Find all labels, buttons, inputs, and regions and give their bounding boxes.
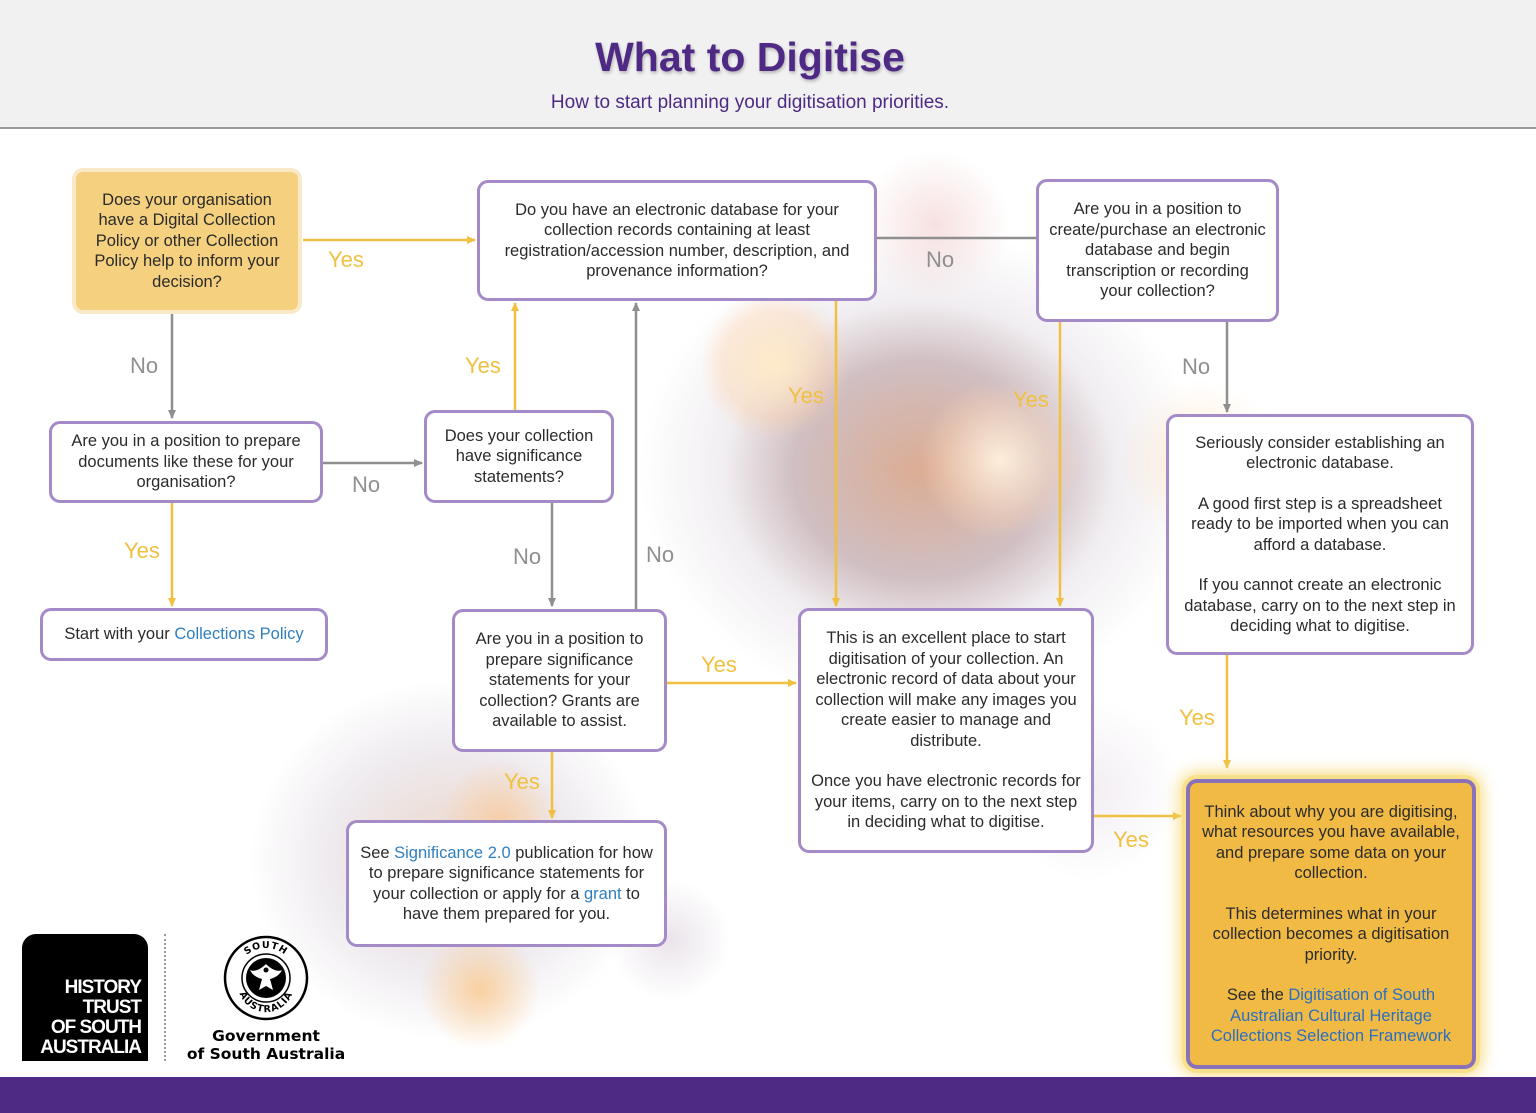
think-see-prefix: See the: [1226, 986, 1289, 1004]
think-para-1: Think about why you are digitising, what…: [1202, 802, 1460, 883]
history-trust-logo-text: HISTORY TRUST OF SOUTH AUSTRALIA: [40, 977, 142, 1058]
publication-text-2: publication for how to prepare significa…: [368, 843, 653, 903]
header: What to Digitise How to start planning y…: [0, 0, 1536, 129]
node-prepare-documents-text: Are you in a position to prepare documen…: [71, 432, 301, 492]
logo-divider: [164, 934, 166, 1061]
think-para-2: This determines what in your collection …: [1212, 904, 1450, 964]
node-prepare-significance-question: Are you in a position to prepare signifi…: [452, 609, 667, 752]
label-yes: Yes: [788, 383, 824, 408]
start-policy-prefix: Start with your: [64, 625, 175, 644]
label-no: No: [646, 542, 675, 567]
label-yes: Yes: [465, 353, 501, 378]
grant-link[interactable]: grant: [583, 884, 622, 903]
node-prepare-significance-text: Are you in a position to prepare signifi…: [475, 630, 644, 731]
node-significance-publication: See Significance 2.0 publication for how…: [346, 820, 667, 947]
label-yes: Yes: [1113, 827, 1149, 852]
label-yes: Yes: [1013, 387, 1049, 412]
node-prepare-documents-question: Are you in a position to prepare documen…: [49, 421, 323, 503]
node-establish-database: Seriously consider establishing an elect…: [1166, 414, 1474, 655]
label-no: No: [352, 472, 381, 497]
node-start-policy: Start with your Collections Policy: [40, 608, 328, 661]
label-yes: Yes: [504, 769, 540, 794]
establish-para-2: A good first step is a spreadsheet ready…: [1191, 494, 1449, 554]
node-significance-question-text: Does your collection have significance s…: [444, 426, 594, 486]
node-create-database-text: Are you in a position to create/purchase…: [1049, 200, 1266, 301]
collections-policy-link[interactable]: Collections Policy: [174, 625, 304, 644]
footer-bar: [0, 1077, 1536, 1113]
label-no: No: [513, 544, 542, 569]
establish-para-1: Seriously consider establishing an elect…: [1195, 433, 1445, 473]
node-start-policy-text: Start with your Collections Policy: [64, 624, 303, 645]
label-yes: Yes: [328, 247, 364, 272]
page-title: What to Digitise: [595, 34, 905, 80]
history-trust-logo: HISTORY TRUST OF SOUTH AUSTRALIA: [22, 934, 148, 1061]
node-significance-question: Does your collection have significance s…: [424, 410, 614, 503]
label-yes: Yes: [701, 652, 737, 677]
page-subtitle: How to start planning your digitisation …: [550, 92, 950, 113]
think-para-3: See the Digitisation of South Australian…: [1200, 985, 1462, 1047]
label-yes: Yes: [1179, 705, 1215, 730]
label-no: No: [130, 353, 159, 378]
excellent-para-1: This is an excellent place to start digi…: [815, 629, 1077, 750]
node-policy-question: Does your organisation have a Digital Co…: [72, 168, 302, 314]
publication-text-3: to have them prepared for you.: [402, 884, 640, 924]
establish-para-3: If you cannot create an electronic datab…: [1184, 576, 1456, 635]
label-no: No: [1182, 354, 1211, 379]
node-think-about: Think about why you are digitising, what…: [1186, 779, 1476, 1069]
node-database-question: Do you have an electronic database for y…: [477, 180, 877, 301]
publication-text-1: See: [360, 843, 395, 862]
node-policy-question-text: Does your organisation have a Digital Co…: [94, 190, 280, 291]
selection-framework-link[interactable]: Digitisation of South Australian Cultura…: [1210, 986, 1452, 1045]
node-significance-publication-text: See Significance 2.0 publication for how…: [359, 843, 654, 925]
significance-link[interactable]: Significance 2.0: [394, 843, 511, 862]
label-no: No: [926, 247, 955, 272]
node-database-question-text: Do you have an electronic database for y…: [504, 200, 850, 281]
node-create-database-question: Are you in a position to create/purchase…: [1036, 179, 1279, 322]
node-excellent-place: This is an excellent place to start digi…: [798, 608, 1094, 853]
label-yes: Yes: [124, 538, 160, 563]
south-australia-crest-icon: SOUTH AUSTRALIA: [223, 935, 309, 1021]
svg-text:SOUTH: SOUTH: [242, 940, 290, 957]
government-logo-text: Government of South Australia: [186, 1027, 346, 1063]
excellent-para-2: Once you have electronic records for you…: [811, 772, 1081, 832]
